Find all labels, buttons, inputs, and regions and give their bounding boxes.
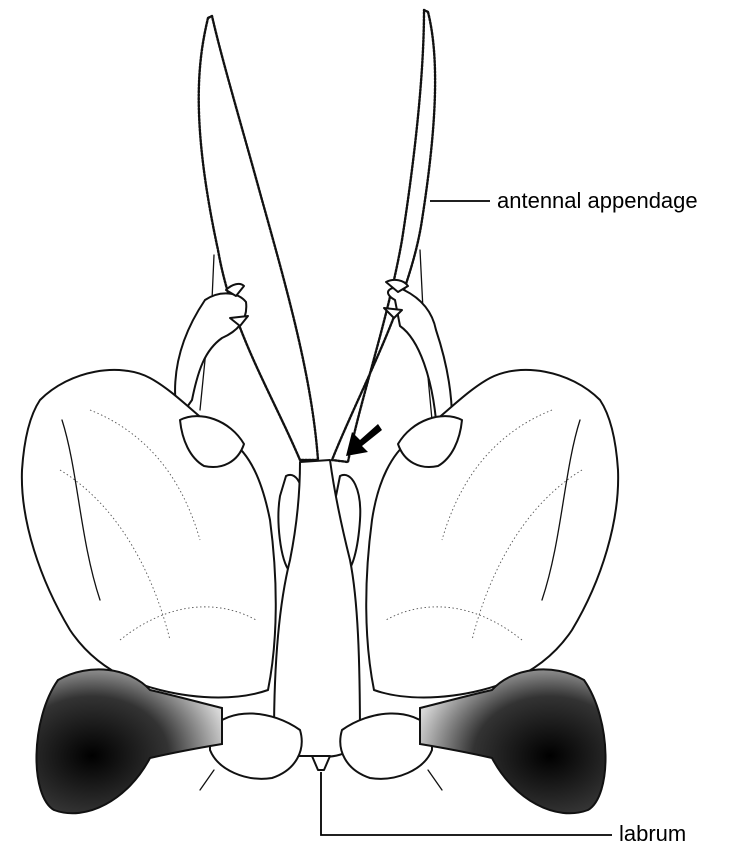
left-antennal-appendage [199,16,318,460]
right-basal-bulb [340,713,432,778]
left-basal-bulb [210,713,302,778]
left-lower-stroke [200,770,214,790]
labrum-label: labrum [619,823,686,845]
right-lower-stroke [428,770,442,790]
right-claw-arm [388,288,452,420]
antennal-appendage-label: antennal appendage [497,190,698,212]
labrum-tip [312,756,330,770]
right-mandible-lobe [366,370,618,698]
left-claw-arm [175,293,246,420]
right-antennal-appendage [332,10,435,462]
left-mandible-lobe [22,370,276,698]
